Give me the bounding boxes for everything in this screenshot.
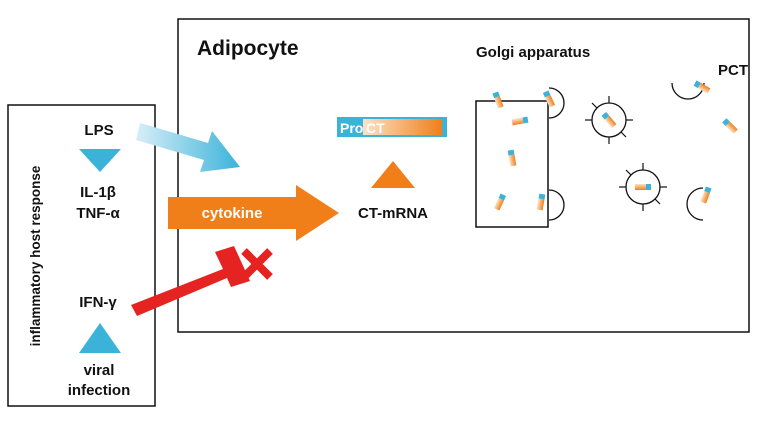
- lps-arrow: [136, 123, 240, 172]
- lps-label: LPS: [84, 122, 113, 139]
- blocked-x-icon: [241, 248, 273, 280]
- pro-label: Pro: [340, 120, 363, 136]
- infection-label: infection: [68, 382, 131, 399]
- adipocyte-title: Adipocyte: [197, 37, 299, 60]
- inhibition-bar-arrow: [131, 246, 250, 316]
- membrane-buds: [671, 82, 705, 221]
- adipocyte-cell: [177, 18, 750, 333]
- pct-label: PCT: [718, 62, 748, 79]
- golgi-vesicles: [492, 90, 556, 211]
- il1b-label: IL-1β: [80, 184, 116, 201]
- ifng-label: IFN-γ: [79, 294, 117, 311]
- mrna-up-triangle: [371, 161, 415, 188]
- cytokine-label: cytokine: [202, 205, 263, 222]
- golgi-outline: [475, 100, 549, 228]
- viral-label: viral: [84, 362, 115, 379]
- golgi-label: Golgi apparatus: [476, 44, 590, 61]
- cytokine-arrow: [168, 185, 339, 241]
- tnfa-label: TNF-α: [76, 205, 120, 222]
- lps-down-triangle: [79, 149, 121, 172]
- vesicle-spikes: [585, 96, 667, 211]
- host-response-box: [7, 104, 156, 407]
- golgi-buds: [548, 87, 565, 221]
- viral-up-triangle: [79, 323, 121, 353]
- proct-peptide: Pro CT: [337, 117, 447, 137]
- host-response-label: inflammatory host response: [28, 165, 43, 346]
- ct-mrna-label: CT-mRNA: [358, 205, 428, 222]
- ct-label: CT: [366, 120, 385, 136]
